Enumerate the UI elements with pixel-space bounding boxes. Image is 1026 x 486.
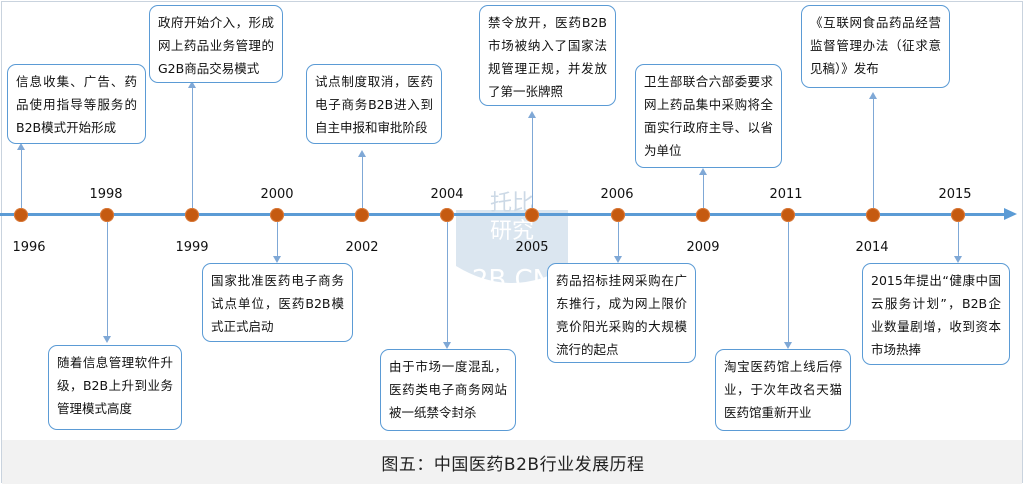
year-label-2002: 2002 [345, 240, 379, 255]
timeline-axis [0, 213, 1008, 216]
arrow-2006 [614, 256, 622, 263]
arrow-2000 [273, 256, 281, 263]
arrow-2015 [954, 256, 962, 263]
connector-2006 [617, 222, 619, 257]
timeline-dot-2005 [525, 208, 539, 222]
connector-1998 [106, 222, 108, 337]
event-box-2005: 禁令放开，医药B2B市场被纳入了国家法规管理正规，并发放了第一张牌照 [479, 5, 616, 106]
arrow-2002 [358, 150, 366, 157]
connector-2005 [531, 118, 533, 208]
figure-caption: 图五：中国医药B2B行业发展历程 [381, 455, 645, 475]
timeline-dot-1999 [185, 208, 199, 222]
arrow-2011 [784, 342, 792, 349]
event-box-1998: 随着信息管理软件升级，B2B上升到业务管理模式高度 [48, 345, 182, 430]
year-label-2005: 2005 [515, 240, 549, 255]
event-box-2000: 国家批准医药电子商务试点单位，医药B2B模式正式启动 [202, 263, 353, 342]
timeline-dot-2011 [781, 208, 795, 222]
timeline-arrow-head [1004, 208, 1017, 220]
event-box-2011: 淘宝医药馆上线后停业，于次年改名天猫医药馆重新开业 [715, 349, 851, 431]
connector-2015 [957, 222, 959, 257]
event-box-2015: 2015年提出“健康中国云服务计划”，B2B企业数量剧增，收到资本市场热捧 [862, 263, 1010, 365]
event-box-2004: 由于市场一度混乱，医药类电子商务网站被一纸禁令封杀 [380, 349, 516, 431]
connector-1996 [20, 150, 22, 208]
year-label-2009: 2009 [686, 240, 720, 255]
arrow-2005 [528, 111, 536, 118]
timeline-dot-2004 [440, 208, 454, 222]
arrow-1996 [17, 143, 25, 150]
connector-2002 [361, 157, 363, 208]
year-label-2006: 2006 [600, 187, 634, 202]
event-box-2009: 卫生部联合六部委要求网上药品集中采购将全面实行政府主导、以省为单位 [635, 64, 782, 168]
year-label-1998: 1998 [89, 187, 123, 202]
connector-2004 [446, 222, 448, 343]
timeline-dot-2000 [270, 208, 284, 222]
event-box-2014: 《互联网食品药品经营监督管理办法（征求意见稿）》发布 [801, 5, 950, 88]
year-label-2015: 2015 [938, 187, 972, 202]
timeline-dot-2014 [866, 208, 880, 222]
event-box-1999: 政府开始介入，形成网上药品业务管理的G2B商品交易模式 [149, 5, 283, 83]
year-label-2004: 2004 [430, 187, 464, 202]
timeline-dot-2002 [355, 208, 369, 222]
connector-2009 [702, 175, 704, 208]
timeline-dot-1998 [100, 208, 114, 222]
event-box-2006: 药品招标挂网采购在广东推行，成为网上限价竞价阳光采购的大规模流行的起点 [547, 263, 696, 363]
event-box-2002: 试点制度取消，医药电子商务B2B进入到自主申报和审批阶段 [306, 64, 442, 144]
year-label-2011: 2011 [769, 187, 803, 202]
event-box-1996: 信息收集、广告、药品使用指导等服务的B2B模式开始形成 [7, 64, 146, 144]
arrow-2004 [443, 342, 451, 349]
timeline-dot-2009 [696, 208, 710, 222]
arrow-1998 [103, 336, 111, 343]
connector-2000 [276, 222, 278, 257]
caption-band [2, 440, 1022, 484]
timeline-dot-2006 [611, 208, 625, 222]
timeline-dot-1996 [14, 208, 28, 222]
arrow-2014 [869, 92, 877, 99]
connector-1999 [191, 88, 193, 208]
connector-2014 [872, 99, 874, 208]
arrow-2009 [699, 168, 707, 175]
connector-2011 [787, 222, 789, 343]
year-label-2000: 2000 [260, 187, 294, 202]
year-label-2014: 2014 [855, 240, 889, 255]
year-label-1999: 1999 [175, 240, 209, 255]
timeline-dot-2015 [951, 208, 965, 222]
arrow-1999 [188, 81, 196, 88]
year-label-1996: 1996 [12, 240, 46, 255]
